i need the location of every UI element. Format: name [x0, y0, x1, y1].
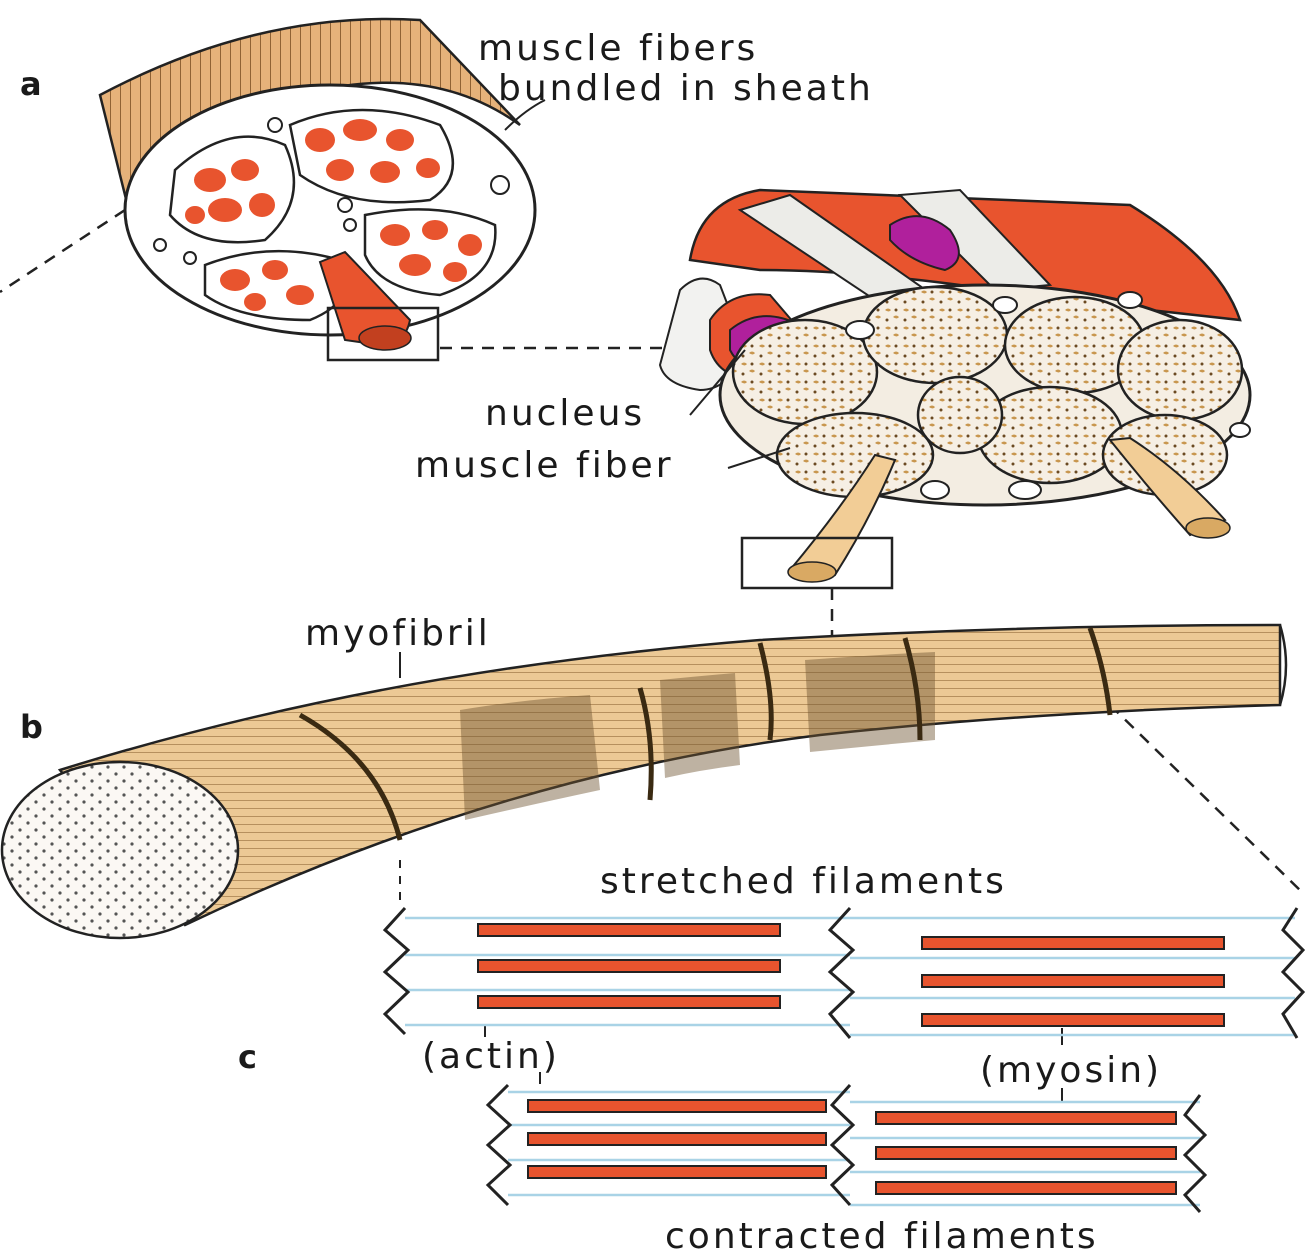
label-nucleus: nucleus: [485, 393, 645, 434]
panel-label-b: b: [20, 708, 43, 746]
label-myofibril: myofibril: [305, 613, 491, 654]
label-myosin: (myosin): [980, 1050, 1162, 1091]
myosin-filaments: [478, 924, 1224, 1026]
panel-label-c: c: [238, 1038, 257, 1076]
label-bundled-in-sheath: bundled in sheath: [498, 68, 874, 109]
label-actin: (actin): [422, 1036, 560, 1077]
label-muscle-fiber: muscle fiber: [415, 445, 674, 486]
contracted-filaments-illustration: [488, 1085, 1205, 1212]
panel-label-a: a: [20, 65, 42, 103]
label-contracted-filaments: contracted filaments: [665, 1216, 1099, 1256]
label-muscle-fibers: muscle fibers: [478, 28, 758, 69]
stretched-filaments-illustration: [385, 908, 1303, 1038]
label-stretched-filaments: stretched filaments: [600, 861, 1007, 902]
muscle-fiber-cross-section: [660, 190, 1250, 588]
muscle-bundle-illustration: [100, 19, 535, 360]
